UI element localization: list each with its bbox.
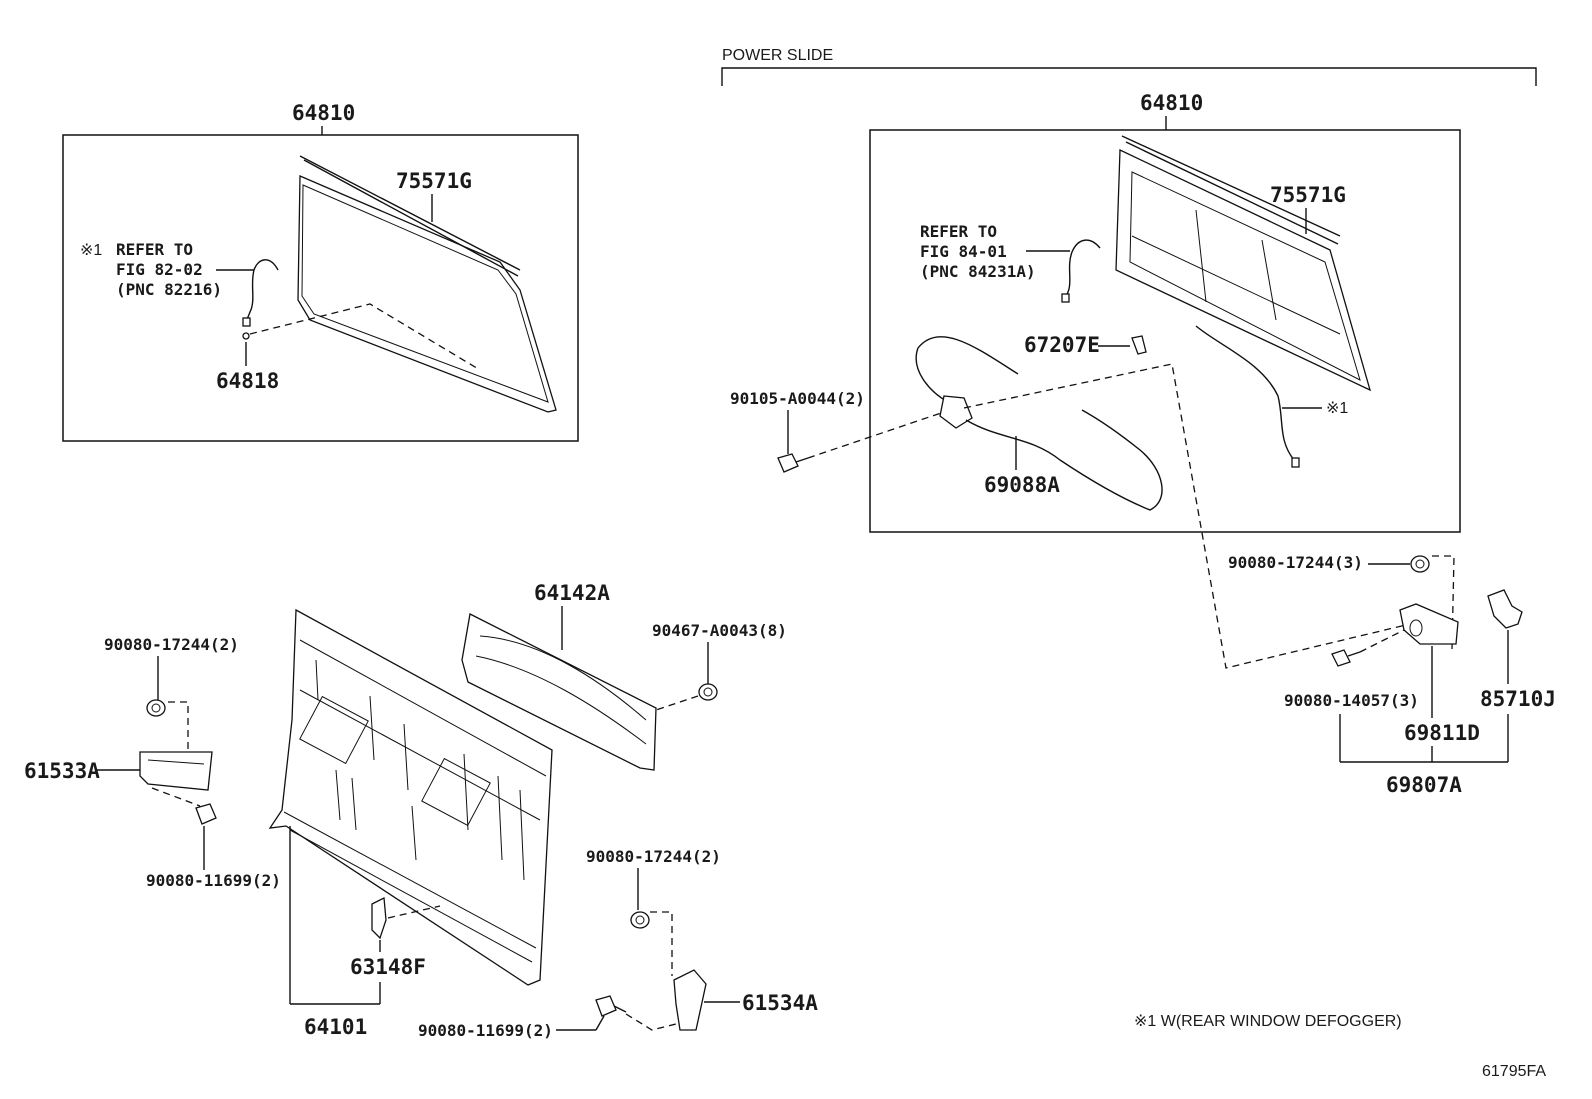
sliding-window-glass-icon (1115, 135, 1372, 392)
window-glass-icon (297, 155, 557, 413)
nut-icon (698, 683, 718, 701)
nut-icon (146, 699, 166, 717)
clip-icon (242, 332, 250, 340)
callout-61534a: 61534A (742, 991, 818, 1015)
right-glass-box (869, 129, 1461, 533)
refer-line3-right: (PNC 84231A) (920, 262, 1036, 281)
nut-icon (630, 911, 650, 929)
callout-90105: 90105-A0044(2) (730, 389, 865, 408)
power-slide-bracket (721, 67, 1537, 86)
figure-code: 61795FA (1482, 1063, 1546, 1080)
refer-line1-left: REFER TO (116, 240, 193, 259)
callout-90467: 90467-A0043(8) (652, 621, 787, 640)
callout-90080-17244-2a: 90080-17244(2) (104, 635, 239, 654)
callout-64101: 64101 (304, 1015, 367, 1039)
bracket-icon (1399, 603, 1459, 645)
callout-69807a: 69807A (1386, 773, 1462, 797)
callout-75571g-right: 75571G (1270, 183, 1346, 207)
clip-icon (1131, 335, 1147, 355)
wire-harness-icon (245, 259, 279, 323)
gusset-icon (371, 896, 387, 940)
callout-90080-11699-2b: 90080-11699(2) (418, 1021, 553, 1040)
power-slide-label: POWER SLIDE (722, 47, 833, 64)
callout-90080-11699-2a: 90080-11699(2) (146, 871, 281, 890)
callout-90080-17244-3: 90080-17244(3) (1228, 553, 1363, 572)
bolt-icon (1331, 649, 1361, 667)
refer-line1-right: REFER TO (920, 222, 997, 241)
callout-90080-14057-3: 90080-14057(3) (1284, 691, 1419, 710)
callout-64810-right: 64810 (1140, 91, 1203, 115)
bracket-icon (139, 751, 213, 791)
refer-line3-left: (PNC 82216) (116, 280, 222, 299)
callout-85710j: 85710J (1480, 687, 1556, 711)
refer-mark-left: ※1 (80, 242, 102, 259)
callout-69088a: 69088A (984, 473, 1060, 497)
refer-line2-left: FIG 82-02 (116, 260, 203, 279)
wire-harness-icon (1195, 325, 1295, 461)
callout-61533a: 61533A (24, 759, 100, 783)
footnote: ※1 W(REAR WINDOW DEFOGGER) (1134, 1013, 1402, 1030)
wire-harness-icon (1065, 239, 1101, 297)
left-glass-box (62, 134, 579, 442)
note1-mark-right: ※1 (1326, 400, 1348, 417)
callout-69811d: 69811D (1404, 721, 1480, 745)
bolt-icon (595, 995, 627, 1017)
connector-icon (242, 317, 251, 327)
callout-64142a: 64142A (534, 581, 610, 605)
nut-icon (1410, 555, 1430, 573)
callout-75571g-left: 75571G (396, 169, 472, 193)
callout-90080-17244-2b: 90080-17244(2) (586, 847, 721, 866)
bracket-icon (673, 969, 707, 1031)
callout-64818: 64818 (216, 369, 279, 393)
insulator-pad-icon (461, 613, 657, 771)
callout-63148f: 63148F (350, 955, 426, 979)
callout-67207e: 67207E (1024, 333, 1100, 357)
bolt-icon (195, 803, 217, 825)
callout-64810-left: 64810 (292, 101, 355, 125)
refer-line2-right: FIG 84-01 (920, 242, 1007, 261)
regulator-cable-icon (915, 336, 1163, 511)
back-panel-icon (268, 608, 553, 986)
bolt-icon (777, 453, 809, 473)
motor-icon (1487, 589, 1523, 629)
